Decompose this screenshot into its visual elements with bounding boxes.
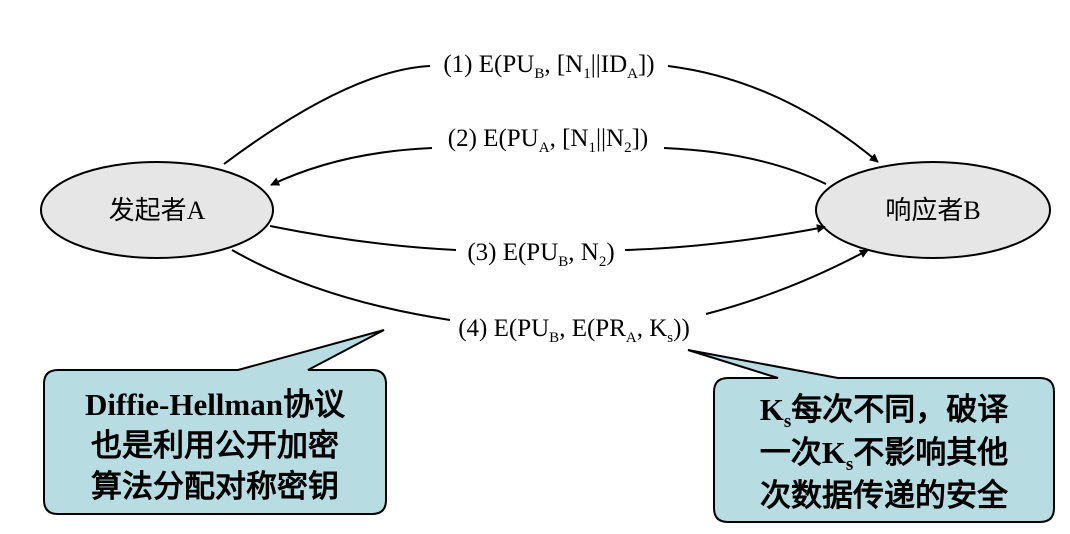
initiator-node: 发起者A [40, 161, 274, 259]
responder-label: 响应者B [885, 196, 980, 225]
message-3-label: (3) E(PUB, N2) [467, 239, 614, 270]
left-callout-line-1: Diffie-Hellman协议 [85, 387, 346, 422]
message-1-label: (1) E(PUB, [N1||IDA]) [443, 51, 654, 82]
right-callout-line-2: 一次Ks不影响其他 [760, 435, 1009, 475]
arrow-message-1 [223, 65, 878, 164]
right-callout-line-3: 次数据传递的安全 [760, 478, 1009, 513]
right-callout-line-1: Ks每次不同，破译 [760, 392, 1010, 432]
arrow-message-3 [269, 226, 825, 251]
left-callout-line-2: 也是利用公开加密 [91, 428, 339, 463]
message-2-label: (2) E(PUA, [N1||N2]) [448, 125, 648, 156]
message-4-label: (4) E(PUB, E(PRA, Ks)) [458, 315, 690, 346]
initiator-label: 发起者A [109, 196, 206, 225]
left-callout: Diffie-Hellman协议 也是利用公开加密 算法分配对称密钥 [43, 329, 387, 515]
responder-node: 响应者B [815, 161, 1051, 259]
left-callout-line-3: 算法分配对称密钥 [91, 469, 339, 504]
arrow-message-2 [271, 147, 827, 185]
arrow-message-4 [231, 250, 868, 321]
right-callout: Ks每次不同，破译 一次Ks不影响其他 次数据传递的安全 [687, 349, 1055, 523]
